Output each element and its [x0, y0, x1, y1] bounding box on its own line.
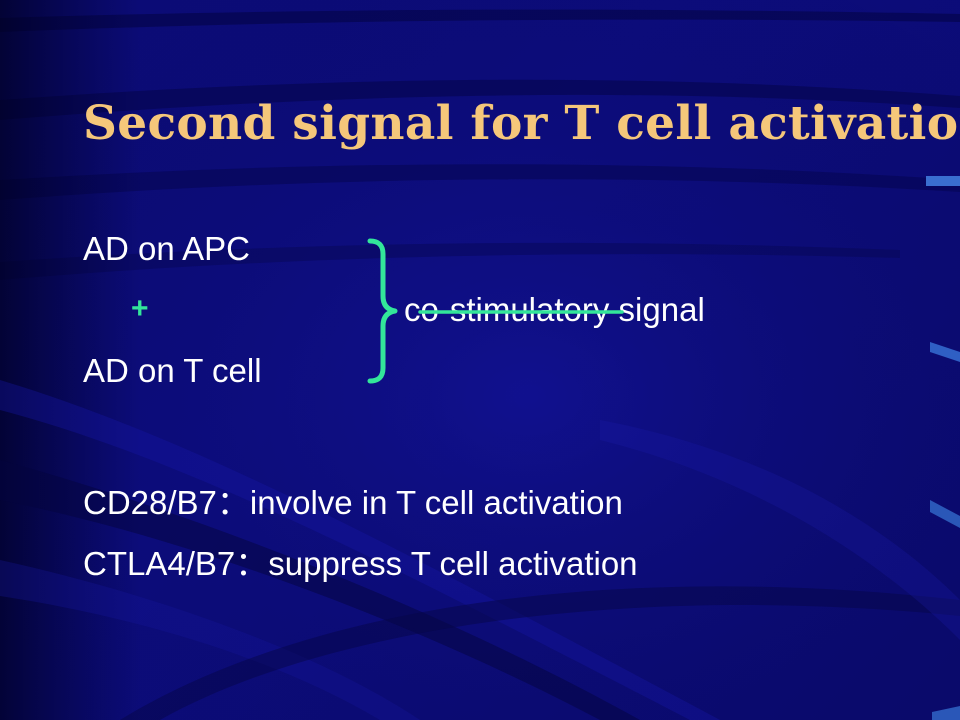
- slide-title: Second signal for T cell activation: [83, 96, 960, 151]
- text-co-stimulatory-signal: co-stimulatory signal: [404, 291, 705, 328]
- text-ad-on-apc: AD on APC: [83, 230, 250, 267]
- text-ctla4-b7: CTLA4/B7：suppress T cell activation: [83, 545, 638, 582]
- text-ad-on-t-cell: AD on T cell: [83, 352, 262, 389]
- plus-sign: +: [131, 292, 149, 325]
- text-cd28-b7: CD28/B7：involve in T cell activation: [83, 484, 623, 521]
